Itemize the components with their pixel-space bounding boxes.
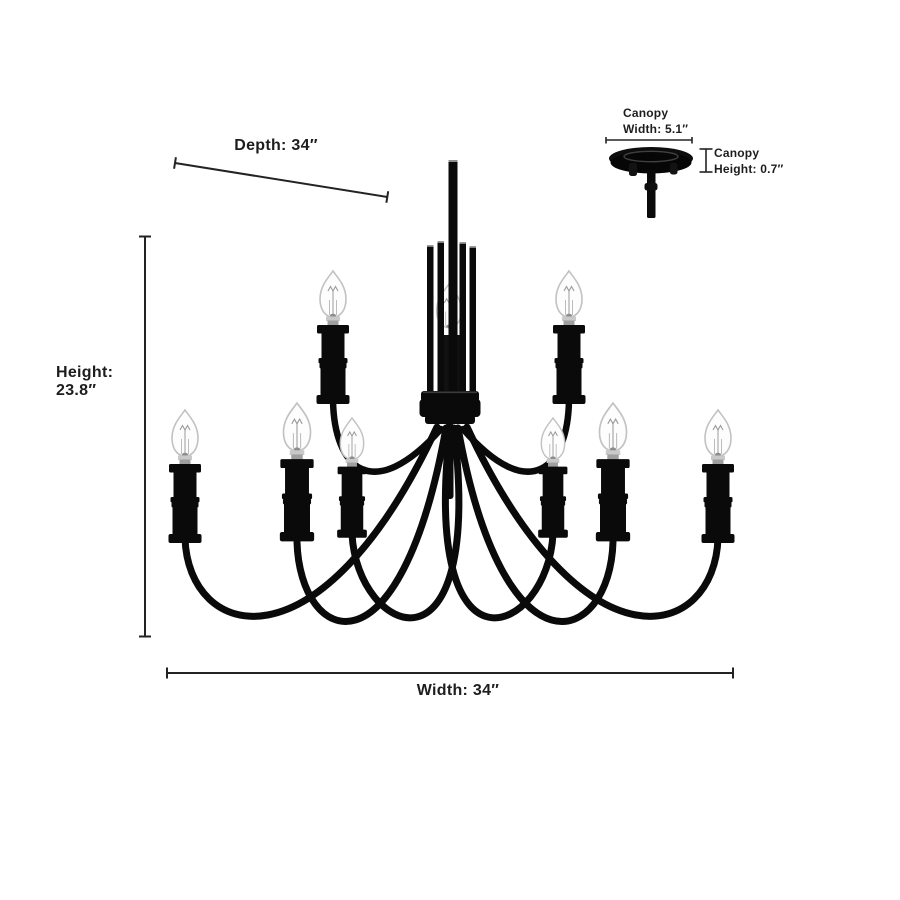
depth-dimension-line: [173, 157, 390, 203]
candle-outer-left: [169, 410, 202, 543]
dimension-lines: [139, 157, 734, 679]
height-label: Height: 23.8″: [56, 364, 114, 399]
canopy-width-label: Canopy Width: 5.1″: [623, 106, 689, 136]
candle-mid-left: [280, 403, 314, 541]
candle-upper-left: [317, 271, 350, 404]
depth-label: Depth: 34″: [234, 137, 318, 154]
height-dimension-line: [139, 235, 151, 638]
canopy-screw: [629, 163, 637, 176]
canopy-height-label: Canopy Height: 0.7″: [714, 146, 784, 176]
arm: [442, 424, 557, 622]
stem-rod-cluster: [427, 160, 476, 405]
arm: [463, 423, 722, 620]
width-dimension-line: [166, 667, 734, 679]
hub: [419, 391, 481, 424]
candle-front-left: [337, 418, 367, 538]
canopy-drawing: [609, 147, 693, 218]
candle-upper-right: [553, 271, 586, 404]
canopy-diagram: [605, 137, 713, 218]
canopy-downrod: [647, 170, 656, 218]
width-label: Width: 34″: [416, 682, 500, 699]
lower-arms: [181, 423, 722, 625]
candle-front-right: [538, 418, 568, 538]
arm: [293, 424, 450, 625]
canopy-screw: [670, 163, 678, 175]
canopy-height-dimension-line: [699, 148, 713, 173]
arm: [348, 424, 463, 622]
chandelier-drawing: [169, 160, 735, 625]
candle-mid-right: [596, 403, 630, 541]
canopy-width-dimension-line: [605, 137, 693, 144]
arm: [454, 424, 617, 625]
candle-outer-right: [702, 410, 735, 543]
arm: [181, 423, 441, 620]
